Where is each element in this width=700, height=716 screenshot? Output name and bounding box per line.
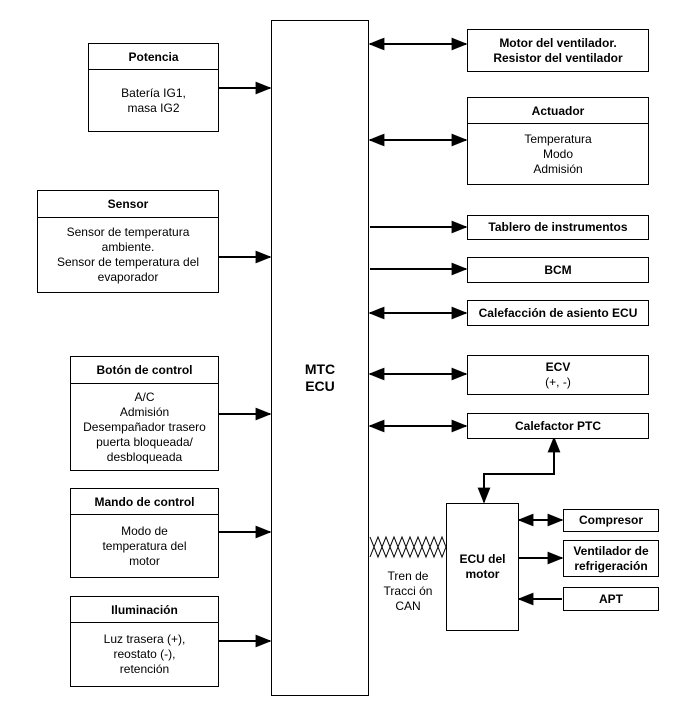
calefaccion-title: Calefacción de asiento ECU xyxy=(478,305,638,320)
iluminacion-body: Luz trasera (+), reostato (-), retención xyxy=(103,632,186,676)
ecu-motor-label: ECU del motor xyxy=(459,552,506,581)
boton-control-box: Botón de control A/C Admisión Desempañad… xyxy=(70,356,219,471)
bcm-title: BCM xyxy=(544,262,572,277)
boton-control-body: A/C Admisión Desempañador trasero puerta… xyxy=(83,389,206,464)
ecv-box: ECV (+, -) xyxy=(467,355,649,395)
apt-title: APT xyxy=(599,591,623,606)
calefaccion-box: Calefacción de asiento ECU xyxy=(467,300,649,326)
actuador-title: Actuador xyxy=(468,98,648,124)
motor-ventilador-box: Motor del ventilador. Resistor del venti… xyxy=(467,29,649,72)
sensor-body: Sensor de temperatura ambiente. Sensor d… xyxy=(56,225,200,284)
mando-control-box: Mando de control Modo de temperatura del… xyxy=(70,488,219,578)
can-bus-wave xyxy=(369,535,447,559)
apt-box: APT xyxy=(563,587,659,611)
ventilador-ref-title: Ventilador de refrigeración xyxy=(573,543,649,573)
sensor-title: Sensor xyxy=(38,191,218,218)
potencia-box: Potencia Batería IG1, masa IG2 xyxy=(88,43,219,132)
potencia-body: Batería IG1, masa IG2 xyxy=(121,85,186,115)
mando-control-body: Modo de temperatura del motor xyxy=(102,523,187,568)
arrow-ecu-ptc xyxy=(477,436,561,504)
iluminacion-box: Iluminación Luz trasera (+), reostato (-… xyxy=(70,596,219,687)
actuador-box: Actuador Temperatura Modo Admisión xyxy=(467,97,649,185)
sensor-box: Sensor Sensor de temperatura ambiente. S… xyxy=(37,190,219,293)
calefactor-ptc-box: Calefactor PTC xyxy=(467,413,649,439)
compresor-title: Compresor xyxy=(578,513,643,527)
actuador-body: Temperatura Modo Admisión xyxy=(524,131,592,176)
mtc-ecu-label: MTC ECU xyxy=(304,361,336,394)
iluminacion-title: Iluminación xyxy=(71,597,218,623)
mando-control-title: Mando de control xyxy=(71,489,218,515)
tablero-box: Tablero de instrumentos xyxy=(467,215,649,240)
bcm-box: BCM xyxy=(467,257,649,283)
potencia-title: Potencia xyxy=(89,44,218,70)
tablero-title: Tablero de instrumentos xyxy=(488,220,628,234)
boton-control-title: Botón de control xyxy=(71,357,218,384)
calefactor-ptc-title: Calefactor PTC xyxy=(514,418,602,433)
ecu-motor-box: ECU del motor xyxy=(446,503,519,631)
motor-ventilador-title: Motor del ventilador. Resistor del venti… xyxy=(493,35,623,65)
can-label: Tren de Tracci ón CAN xyxy=(383,569,433,613)
ecv-content: ECV (+, -) xyxy=(468,356,648,394)
ecv-title: ECV xyxy=(545,360,571,374)
mtc-ecu-box: MTC ECU xyxy=(271,20,369,696)
ventilador-ref-box: Ventilador de refrigeración xyxy=(563,540,659,577)
compresor-box: Compresor xyxy=(563,509,659,532)
ecv-body: (+, -) xyxy=(545,375,571,389)
